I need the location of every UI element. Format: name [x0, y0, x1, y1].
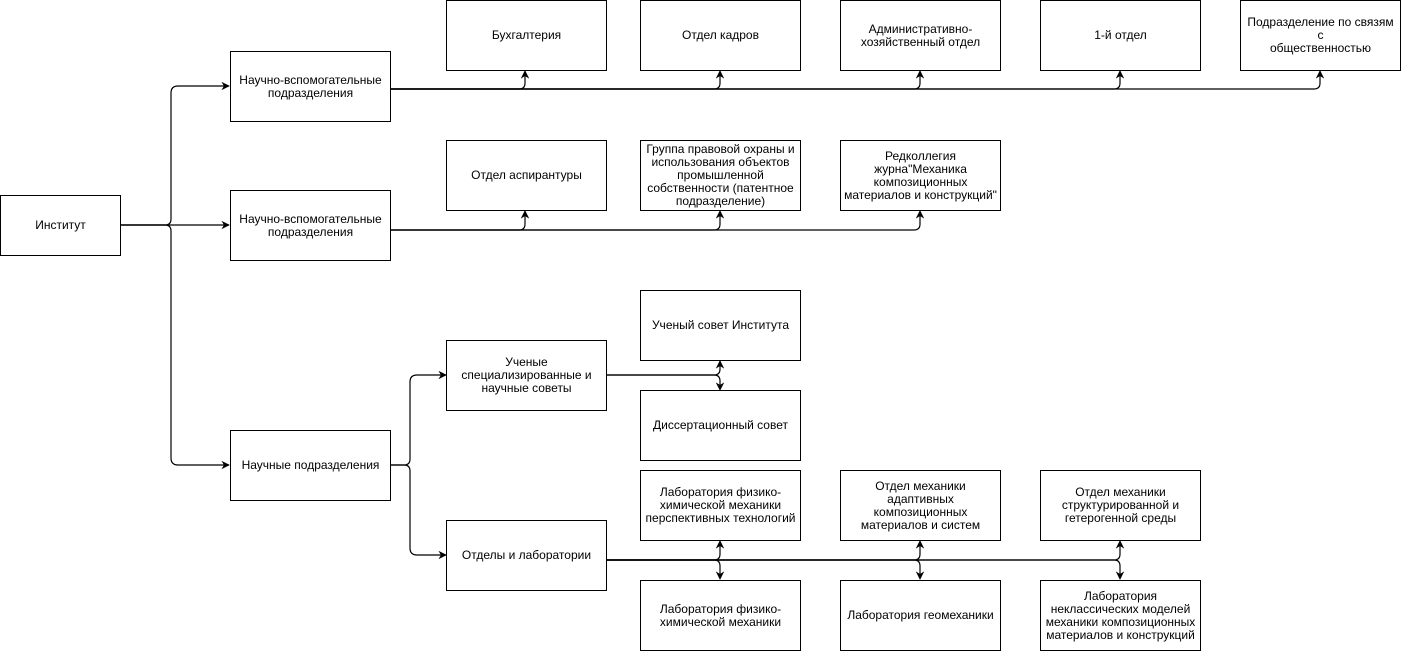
edge-science-depts [390, 464, 447, 560]
node-hr: Отдел кадров [640, 0, 801, 71]
node-first-dept: 1-й отдел [1040, 0, 1201, 71]
edge-aux1-pr [390, 70, 1325, 90]
node-pr: Подразделение по связям с общественность… [1240, 0, 1401, 71]
node-academic-council: Ученый совет Института [640, 290, 801, 361]
node-lab-nonclassical: Лаборатория неклассических моделей механ… [1040, 580, 1201, 651]
edge-aux2-patent [390, 210, 725, 231]
edge-depts-lab-geo [606, 559, 925, 580]
node-lab-phys-chem: Лаборатория физико- химической механики [640, 580, 801, 651]
edge-institute-aux1 [120, 81, 230, 226]
node-science-units: Научные подразделения [230, 430, 391, 501]
edge-science-councils [390, 370, 447, 466]
node-councils: Ученые специализированные и научные сове… [446, 340, 607, 411]
node-accounting: Бухгалтерия [446, 0, 607, 71]
edge-depts-dept-adaptive [606, 540, 925, 561]
edge-depts-lab-nonclassical [606, 559, 1125, 580]
edge-councils-dissertation [606, 374, 725, 391]
edge-institute-science [120, 224, 230, 470]
edge-depts-dept-structured [606, 540, 1125, 561]
node-lab-geo: Лаборатория геомеханики [840, 580, 1001, 651]
edge-depts-lab-phys-chem-tech [606, 540, 725, 561]
node-depts-labs: Отделы и лаборатории [446, 520, 607, 591]
edge-councils-academic [606, 360, 725, 376]
edge-aux1-accounting [390, 70, 530, 90]
node-aux-units-2: Научно-вспомогательные подразделения [230, 190, 391, 261]
node-postgrad: Отдел аспирантуры [446, 140, 607, 211]
node-lab-phys-chem-tech: Лаборатория физико- химической механики … [640, 470, 801, 541]
node-dissertation-council: Диссертационный совет [640, 390, 801, 461]
edge-aux1-hr [390, 70, 725, 90]
node-dept-structured: Отдел механики структурированной и гетер… [1040, 470, 1201, 541]
node-patent: Группа правовой охраны и использования о… [640, 140, 801, 211]
node-dept-adaptive: Отдел механики адаптивных композиционных… [840, 470, 1001, 541]
edge-aux2-postgrad [390, 210, 530, 231]
node-admin: Административно- хозяйственный отдел [840, 0, 1001, 71]
edge-depts-lab-phys-chem [606, 559, 725, 580]
node-institute: Институт [0, 195, 121, 256]
node-editorial: Редколлегия журна"Механика композиционны… [840, 140, 1001, 211]
edge-aux1-first-dept [390, 70, 1125, 90]
node-aux-units-1: Научно-вспомогательные подразделения [230, 51, 391, 122]
edge-aux1-admin [390, 70, 925, 90]
edge-aux2-editorial [390, 210, 925, 231]
